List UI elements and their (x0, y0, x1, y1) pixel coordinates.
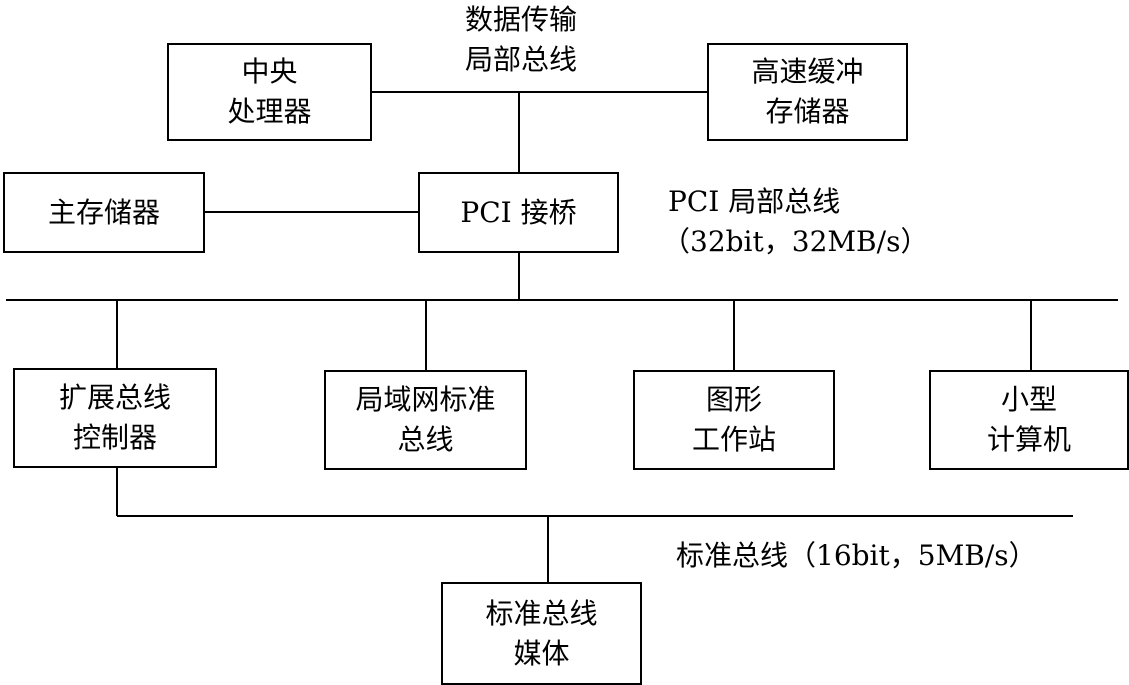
pci-local-bus-label: PCI 局部总线 （32bit，32MB/s） (662, 182, 928, 262)
expansion-label-line2: 控制器 (72, 421, 157, 454)
pci-bridge-label: PCI 接桥 (460, 195, 577, 229)
minicomputer-label-line2: 计算机 (986, 423, 1071, 456)
main-memory-box: 主存储器 (3, 172, 205, 253)
top-label-line2: 局部总线 (464, 43, 577, 76)
cache-label-line1: 高速缓冲 (751, 55, 864, 88)
lan-label-line2: 总线 (397, 423, 454, 456)
minicomputer-box: 小型 计算机 (929, 370, 1129, 470)
pci-bus-label-line2: （32bit，32MB/s） (662, 225, 929, 258)
graphics-label-line1: 图形 (705, 383, 762, 416)
standard-bus-label-text: 标准总线（16bit，5MB/s） (676, 539, 1037, 572)
graphics-label-line2: 工作站 (691, 423, 776, 456)
expansion-bus-controller-box: 扩展总线 控制器 (13, 368, 217, 468)
lan-label-line1: 局域网标准 (355, 383, 496, 416)
data-transfer-local-bus-label: 数据传输 局部总线 (436, 0, 606, 80)
main-memory-label: 主存储器 (47, 195, 160, 229)
media-label-line1: 标准总线 (485, 596, 598, 630)
pci-bus-label-line1: PCI 局部总线 (668, 185, 841, 218)
media-label-line2: 媒体 (513, 636, 570, 670)
cpu-label-line2: 处理器 (227, 95, 312, 128)
standard-bus-label: 标准总线（16bit，5MB/s） (676, 536, 1037, 576)
cache-box: 高速缓冲 存储器 (707, 43, 908, 141)
cpu-box: 中央 处理器 (167, 43, 372, 141)
cache-label-line2: 存储器 (765, 95, 850, 128)
standard-bus-media-box: 标准总线 媒体 (441, 582, 642, 685)
graphics-workstation-box: 图形 工作站 (633, 370, 835, 470)
minicomputer-label-line1: 小型 (1000, 383, 1057, 416)
pci-bridge-box: PCI 接桥 (418, 172, 619, 253)
cpu-label-line1: 中央 (241, 55, 298, 88)
top-label-line1: 数据传输 (464, 3, 577, 36)
expansion-label-line1: 扩展总线 (58, 381, 171, 414)
lan-standard-bus-box: 局域网标准 总线 (324, 370, 527, 470)
